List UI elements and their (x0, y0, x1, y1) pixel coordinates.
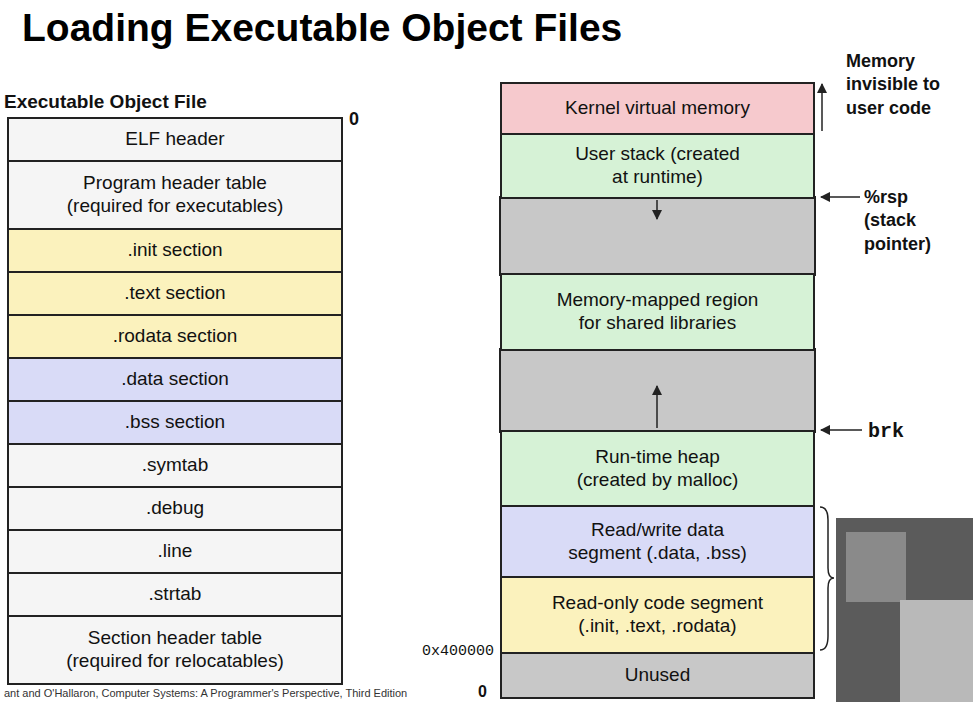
memory-segment-box: Run-time heap (created by malloc) (500, 430, 815, 507)
file-section-box: ELF header (7, 117, 343, 162)
file-section-box: Program header table (required for execu… (7, 160, 343, 230)
section-label: Run-time heap (created by malloc) (533, 446, 783, 492)
address-label: 0 (478, 682, 496, 702)
heap-gap (500, 349, 815, 432)
stack-gap (500, 197, 815, 275)
offset-label: 0 (349, 108, 369, 131)
section-label: .strtab (149, 583, 202, 606)
section-label: .init section (127, 239, 222, 262)
memory-segment-box: Unused (500, 652, 815, 699)
section-label: Read-only code segment (.init, .text, .r… (528, 592, 788, 638)
pointer-label: brk (868, 419, 928, 445)
memory-segment-box: Memory-mapped region for shared librarie… (500, 273, 815, 351)
file-section-box: .data section (7, 357, 343, 402)
section-label: Memory-mapped region for shared librarie… (528, 289, 788, 335)
column-heading: Executable Object File (4, 90, 264, 115)
section-label: Section header table (required for reloc… (35, 627, 315, 673)
address-label: 0x400000 (392, 642, 494, 662)
section-label: Kernel virtual memory (565, 97, 750, 120)
section-label: ELF header (125, 128, 224, 151)
file-section-box: .strtab (7, 572, 343, 617)
slide-title: Loading Executable Object Files (22, 6, 622, 50)
stack-growth-arrow (656, 200, 658, 219)
memory-segment-box: Kernel virtual memory (500, 82, 815, 135)
rsp-pointer-arrow (821, 196, 860, 198)
section-label: .bss section (125, 411, 225, 434)
source-caption: ant and O'Hallaron, Computer Systems: A … (4, 687, 407, 699)
file-section-box: .debug (7, 486, 343, 531)
file-section-box: .symtab (7, 443, 343, 488)
file-section-box: .line (7, 529, 343, 574)
loaded-bracket (820, 507, 834, 650)
kernel-range-arrow (821, 84, 823, 131)
section-label: Unused (625, 664, 691, 687)
pointer-label: %rsp (stack pointer) (864, 186, 954, 256)
file-section-box: Section header table (required for reloc… (7, 615, 343, 685)
file-section-box: .text section (7, 271, 343, 316)
section-label: User stack (created at runtime) (533, 143, 783, 189)
file-section-box: .bss section (7, 400, 343, 445)
brk-pointer-arrow (821, 429, 862, 431)
region-note: Memory invisible to user code (846, 50, 966, 120)
heap-growth-arrow (656, 386, 658, 428)
section-label: .text section (124, 282, 225, 305)
memory-segment-box: Read-only code segment (.init, .text, .r… (500, 576, 815, 654)
section-label: Program header table (required for execu… (35, 172, 315, 218)
section-label: .debug (146, 497, 204, 520)
section-label: .line (158, 540, 193, 563)
section-label: .data section (121, 368, 229, 391)
section-label: .rodata section (113, 325, 238, 348)
camera-inset (836, 518, 973, 702)
section-label: Read/write data segment (.data, .bss) (528, 519, 788, 565)
camera-inset-detail (846, 532, 906, 602)
file-section-box: .rodata section (7, 314, 343, 359)
section-label: .symtab (142, 454, 209, 477)
file-section-box: .init section (7, 228, 343, 273)
camera-inset-detail (900, 600, 973, 702)
memory-segment-box: Read/write data segment (.data, .bss) (500, 505, 815, 578)
memory-segment-box: User stack (created at runtime) (500, 133, 815, 199)
